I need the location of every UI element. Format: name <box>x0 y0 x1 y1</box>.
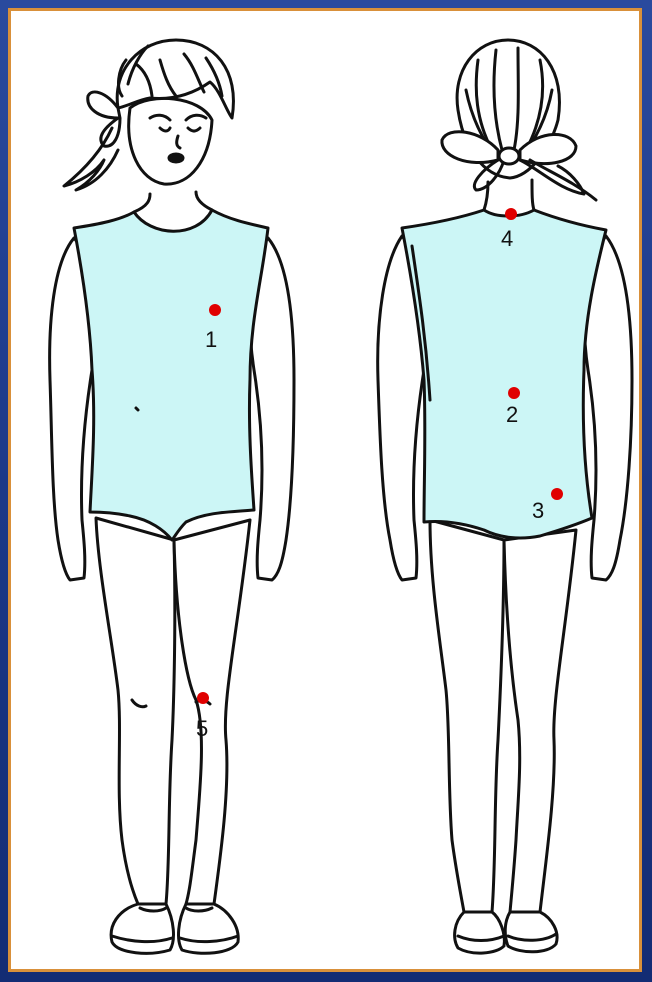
back-left-shoe <box>455 912 505 953</box>
illustration-panel: 1 2 3 4 5 <box>11 11 639 969</box>
back-left-leg <box>430 520 504 912</box>
marker-1-label: 1 <box>205 327 217 352</box>
back-right-leg <box>504 530 576 912</box>
marker-5: 5 <box>196 692 209 741</box>
body-diagram: 1 2 3 4 5 <box>11 11 639 969</box>
marker-5-label: 5 <box>196 716 208 741</box>
marker-5-dot <box>197 692 209 704</box>
marker-4-label: 4 <box>501 226 513 251</box>
front-left-leg <box>96 518 175 904</box>
back-leotard <box>402 210 606 538</box>
marker-3-dot <box>551 488 563 500</box>
front-leotard <box>74 210 268 540</box>
back-right-shoe <box>505 912 557 952</box>
front-left-shoe <box>111 904 173 953</box>
front-face <box>129 98 212 184</box>
front-right-leg <box>174 520 250 904</box>
front-right-shoe <box>179 904 239 953</box>
marker-3-label: 3 <box>532 498 544 523</box>
marker-2: 2 <box>506 387 520 427</box>
front-bow <box>88 92 120 146</box>
marker-1-dot <box>209 304 221 316</box>
marker-4-dot <box>505 208 517 220</box>
back-view-figure <box>378 40 632 953</box>
marker-2-dot <box>508 387 520 399</box>
front-view-figure <box>50 40 294 953</box>
marker-2-label: 2 <box>506 402 518 427</box>
